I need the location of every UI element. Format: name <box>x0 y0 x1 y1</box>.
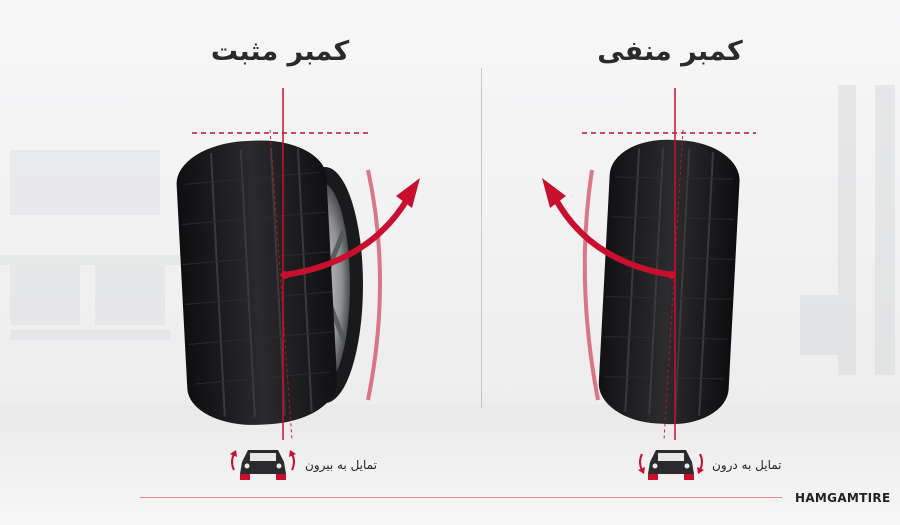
pivot-dot-right <box>668 271 676 279</box>
negative-camber-diagram <box>542 88 756 440</box>
pivot-dot <box>281 271 289 279</box>
tilt-axis-line-right <box>663 129 684 440</box>
car-front-icon <box>230 450 296 480</box>
right-side-arc <box>582 169 600 401</box>
left-side-arc <box>366 169 382 401</box>
negative-camber-title: کمبر منفی <box>597 36 743 67</box>
left-tire-tread <box>176 140 338 425</box>
center-divider <box>481 68 482 408</box>
bottom-divider <box>140 497 782 498</box>
positive-camber-caption: تمایل به بیرون <box>305 458 377 472</box>
arrow-head-icon-right <box>542 178 566 208</box>
tilt-axis-line <box>269 129 293 440</box>
curved-arrow-icon <box>284 196 411 278</box>
brand-watermark: HAMGAMTIRE <box>795 491 891 505</box>
car-front-icon <box>638 450 704 480</box>
negative-camber-caption: تمایل به درون <box>712 458 782 472</box>
arrow-head-icon <box>396 178 420 208</box>
positive-camber-title: کمبر مثبت <box>210 36 350 67</box>
curved-arrow-icon-right <box>552 196 673 278</box>
positive-camber-diagram <box>176 88 420 440</box>
right-tire-tread <box>598 139 740 425</box>
